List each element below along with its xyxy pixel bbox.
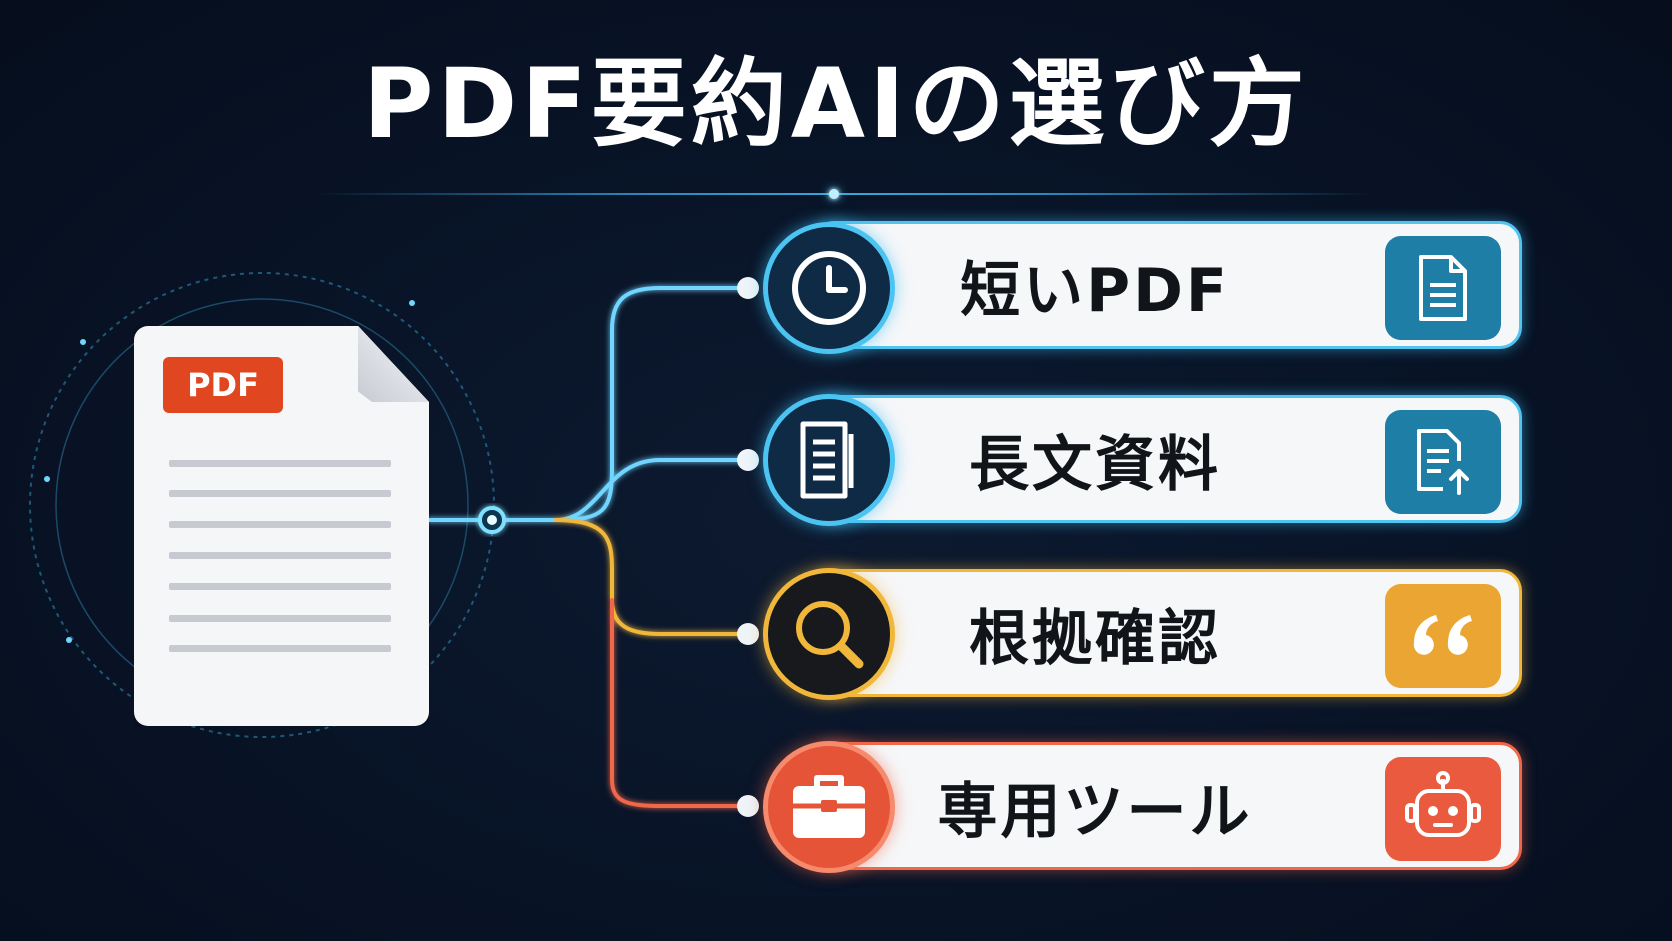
text-line (169, 615, 391, 622)
branch-endpoint (737, 795, 759, 817)
text-line (169, 460, 391, 467)
page-title: PDF要約AIの選び方 (363, 48, 1309, 160)
option-label: 短いPDF (960, 255, 1230, 326)
option-label: 根拠確認 (969, 603, 1221, 674)
text-line (169, 490, 391, 497)
option-label: 専用ツール (937, 776, 1253, 847)
option-label: 長文資料 (969, 429, 1221, 500)
document-icon (1385, 236, 1501, 340)
branch-line-4 (610, 598, 750, 808)
title-divider (315, 193, 1375, 195)
branch-line-3 (554, 518, 750, 636)
branch-endpoint (737, 277, 759, 299)
orbit-dot (80, 339, 86, 345)
orbit-dot (44, 476, 50, 482)
branch-line-2 (554, 458, 750, 522)
document-lines-icon (763, 394, 895, 526)
option-card-dedicated-tool: 専用ツール (812, 742, 1522, 870)
text-line (169, 521, 391, 528)
text-line (169, 552, 391, 559)
magnifier-icon (763, 568, 895, 700)
toolbox-icon (763, 741, 895, 873)
orbit-dot (66, 637, 72, 643)
orbit-ring-outer (29, 272, 495, 738)
document-upload-icon (1385, 410, 1501, 514)
orbit-dot (409, 300, 415, 306)
robot-icon (1385, 757, 1501, 861)
pdf-badge: PDF (163, 357, 283, 413)
branch-line-1 (554, 286, 750, 522)
branch-endpoint (737, 623, 759, 645)
text-line (169, 645, 391, 652)
clock-icon (763, 222, 895, 354)
option-card-evidence-check: 根拠確認 (812, 569, 1522, 697)
branch-endpoint (737, 449, 759, 471)
text-line (169, 583, 391, 590)
hub-node-core (487, 515, 497, 525)
option-card-short-pdf: 短いPDF (812, 221, 1522, 349)
option-card-long-document: 長文資料 (812, 395, 1522, 523)
title-divider-dot (829, 189, 839, 199)
quote-icon (1385, 584, 1501, 688)
